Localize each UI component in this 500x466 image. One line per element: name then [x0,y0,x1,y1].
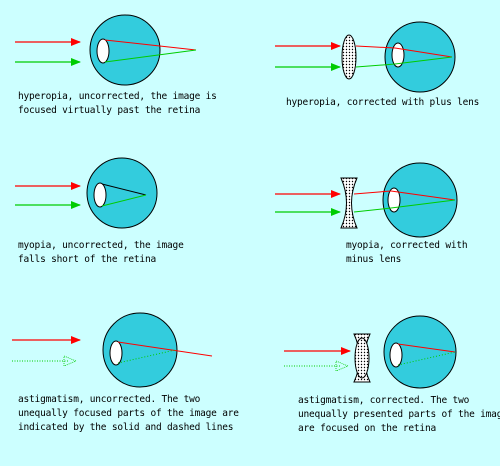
caption-line: hyperopia, corrected with plus lens [286,97,480,108]
caption-hyperopia-corrected: hyperopia, corrected with plus lens [286,96,479,110]
panel-astigmatism-corrected [284,315,457,389]
panel-hyperopia-corrected [275,21,456,93]
caption-line: myopia, uncorrected, the image [18,240,184,251]
dashed-arrowhead-icon [335,360,350,372]
eyeball [89,14,161,86]
caption-line: focused virtually past the retina [18,105,201,116]
minus-lens [340,177,358,229]
refracted-ray-top [394,47,453,58]
eye-lens [93,182,107,208]
eyeball [382,162,458,238]
caption-line: astigmatism, corrected. The two [298,395,470,406]
panel-astigmatism-uncorrected [12,312,213,388]
refracted-ray-top [390,190,456,201]
eye-lens [389,342,403,368]
eyeball [86,157,158,229]
ray-bottom-through-lens [353,207,392,213]
caption-astigmatism-uncorrected: astigmatism, uncorrected. The two unequa… [18,393,239,435]
caption-line: unequally focused parts of the image are [18,408,239,419]
caption-line: myopia, corrected with [346,240,468,251]
refracted-ray-top [101,183,147,196]
caption-line: minus lens [346,254,402,265]
refracted-ray-bottom [104,49,197,63]
refracted-ray-bottom [101,194,147,207]
refracted-ray-solid [117,341,213,357]
dashed-arrowhead-icon [63,355,78,367]
caption-astigmatism-corrected: astigmatism, corrected. The two unequall… [298,394,500,436]
caption-line: hyperopia, uncorrected, the image is [18,91,217,102]
plus-lens [341,34,357,80]
caption-myopia-uncorrected: myopia, uncorrected, the image falls sho… [18,239,184,267]
refracted-ray-bottom [394,56,453,65]
refracted-ray-bottom [390,199,456,209]
panel-hyperopia-uncorrected [15,14,197,86]
eyeball [383,315,457,389]
refracted-ray-top [104,39,197,51]
caption-line: indicated by the solid and dashed lines [18,422,234,433]
ray-bottom-through-lens [355,63,396,68]
astigmatic-plus-lens [354,337,370,379]
caption-line: are focused on the retina [298,423,436,434]
caption-line: unequally presented parts of the image [298,409,500,420]
caption-hyperopia-uncorrected: hyperopia, uncorrected, the image is foc… [18,90,217,118]
panel-myopia-uncorrected [15,157,158,229]
ray-top-through-lens [353,190,392,195]
eye-lens [109,340,123,366]
panel-myopia-corrected [275,162,458,238]
caption-line: astigmatism, uncorrected. The two [18,394,201,405]
ray-top-through-lens [355,45,396,49]
caption-myopia-corrected: myopia, corrected with minus lens [346,239,468,267]
refracted-ray-solid [397,343,456,353]
eyeball [384,21,456,93]
caption-line: falls short of the retina [18,254,156,265]
eye-lens [96,38,110,64]
eyeball [102,312,178,388]
refracted-ray-dashed [397,351,456,366]
eye-lens [387,187,401,213]
refracted-ray-dashed [117,349,176,364]
